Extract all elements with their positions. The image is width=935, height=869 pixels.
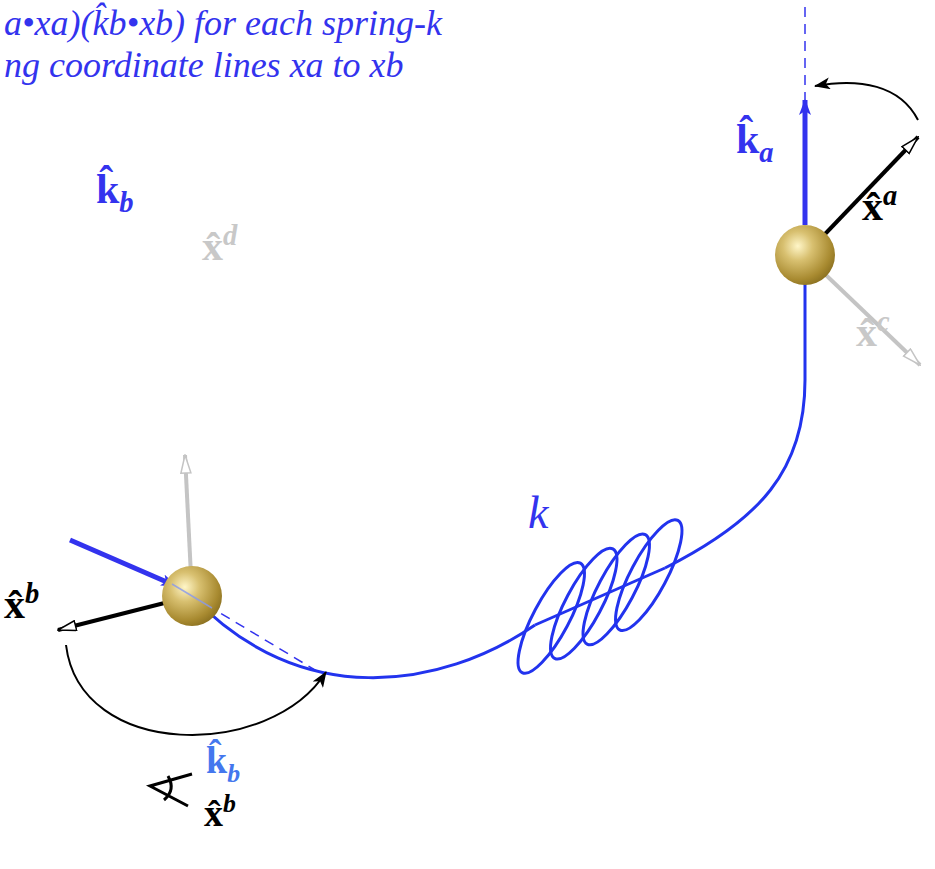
vector-label: k̂b xyxy=(206,740,240,788)
vector-label: k̂b xyxy=(96,166,134,219)
rotation-arrow xyxy=(66,645,326,735)
vector-label: x̂a xyxy=(862,180,897,229)
spring-wire xyxy=(192,596,535,678)
mass-ball xyxy=(162,566,222,626)
vector-label: x̂d xyxy=(202,220,237,269)
caption-line: ng coordinate lines xa to xb xyxy=(4,46,404,86)
unit-vector-arrow xyxy=(70,540,176,586)
spring-wire xyxy=(665,255,805,568)
unit-vector-arrow xyxy=(803,100,808,225)
vector-label: x̂c xyxy=(856,306,890,355)
mass-ball xyxy=(775,225,835,285)
caption-line: a•xa)(k̂b•xb) for each spring-k xyxy=(4,4,442,44)
vector-label: k̂a xyxy=(736,116,774,169)
spring-constant: k xyxy=(528,488,548,539)
coil-core xyxy=(535,568,665,625)
vector-label: x̂b xyxy=(204,790,236,834)
angle-symbol xyxy=(150,774,192,806)
dashed-axis xyxy=(804,0,806,255)
vector-label: x̂b xyxy=(4,578,39,627)
rotation-arrow xyxy=(815,83,918,120)
ball-axis xyxy=(172,584,212,608)
